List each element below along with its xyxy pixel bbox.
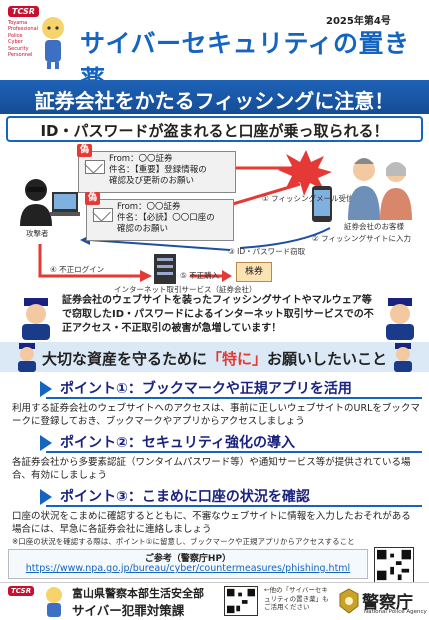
npa-name: 警察庁	[362, 593, 413, 613]
step-5: ⑤ 不正購入	[180, 271, 220, 280]
qr-code-reference	[374, 547, 414, 583]
fake-badge-2: 偽	[85, 192, 101, 205]
tcsr-logo-text: Toyama Professional Police Cyber Securit…	[8, 20, 39, 59]
steal-arrow	[89, 239, 231, 251]
point-2-body: 各証券会社から多要素認証（ワンタイムパスワード等）や通知サービス等が提供されてい…	[12, 457, 411, 481]
triangle-icon	[40, 381, 52, 397]
step-2: ② フィッシングサイトに入力	[312, 234, 411, 243]
point-1: ポイント①：ブックマークや正規アプリを活用	[40, 378, 420, 398]
point-3-note: ※口座の状況を確認する際は、ポイント①に留意し、ブックマークや正規アプリからアク…	[12, 537, 355, 546]
attacker-label: 攻撃者	[26, 229, 49, 238]
fake-badge-1: 偽	[77, 144, 93, 157]
triangle-icon	[40, 489, 52, 505]
envelope-icon	[85, 160, 105, 174]
footer-logo: TCSR	[8, 586, 35, 596]
warning-banner	[0, 80, 429, 114]
point-2-heading: ポイント②：セキュリティ強化の導入	[60, 435, 296, 451]
customer-label: 証券会社のお客様	[344, 222, 404, 231]
fake-mail-2: 偽 From：〇〇証券 件名：【必読】〇〇口座の 確認のお願い	[85, 192, 234, 241]
fake-mail-1: 偽 From：〇〇証券 件名：【重要】登録情報の 確認及び更新のお願い	[77, 144, 236, 193]
subheading-box	[6, 116, 423, 142]
warning-notice: 証券会社のウェブサイトを装ったフィッシングサイトやマルウェア等で窃取したID・パ…	[62, 295, 374, 334]
reference-title: ご参考（警察庁HP）	[144, 554, 232, 564]
tcsr-logo: TCSR	[8, 6, 39, 17]
attacker-illustration	[20, 179, 80, 226]
step-3: ③ ID・パスワード窃取	[228, 247, 306, 256]
subheading: ID・パスワードが盗まれると口座が乗っ取られる！	[40, 122, 389, 140]
police-mascot-right	[386, 298, 414, 340]
issue-number: 2025年第4号	[326, 16, 391, 27]
step-1: ① フィッシングメール受信	[262, 194, 354, 203]
police-emblem-icon	[339, 588, 359, 614]
mail-arrow-2	[225, 182, 301, 208]
triangle-icon	[40, 435, 52, 451]
point-3-body: 口座の状況をこまめに確認するとともに、不審なウェブサイトに情報を入力したおそれが…	[12, 511, 411, 535]
npa-english: National Police Agency	[364, 609, 427, 615]
point-1-divider	[46, 397, 422, 399]
server-icon	[154, 254, 176, 284]
customers-illustration	[348, 158, 412, 220]
reference-box	[8, 549, 368, 579]
police-mascot-small-left	[18, 343, 36, 372]
step-4: ④ 不正ログイン	[50, 265, 105, 274]
footer-note: ←他の「サイバーセキュリティの置き薬」もご活用ください	[264, 586, 329, 611]
point-1-heading: ポイント①：ブックマークや正規アプリを活用	[60, 381, 352, 397]
section-title: 大切な資産を守るために「特に」お願いしたいこと	[41, 350, 388, 368]
stock-certificate: 株券	[236, 262, 272, 282]
qr-code-footer	[224, 586, 258, 616]
police-mascot-small-right	[394, 343, 412, 372]
footer-divider	[0, 582, 429, 583]
division-name: サイバー犯罪対策課	[72, 603, 185, 618]
input-arrow	[239, 227, 331, 249]
point-2-divider	[46, 451, 422, 453]
point-3-divider	[46, 505, 422, 507]
footer-mascot	[46, 587, 62, 617]
point-2: ポイント②：セキュリティ強化の導入	[40, 432, 420, 452]
section-bar	[0, 342, 429, 372]
point-1-body: 利用する証券会社のウェブサイトへのアクセスは、事前に正しいウェブサイトのURLを…	[12, 403, 420, 427]
hack-illustration	[278, 150, 332, 222]
point-3: ポイント③：こまめに口座の状況を確認	[40, 486, 420, 506]
banner-title: 証券会社をかたるフィッシングに注意！	[34, 89, 395, 113]
service-label: インターネット取引サービス（証券会社）	[114, 285, 257, 294]
mascot-illustration	[42, 17, 64, 69]
org-name: 富山県警察本部生活安全部	[72, 587, 204, 600]
reference-link[interactable]: https://www.npa.go.jp/bureau/cyber/count…	[25, 563, 351, 574]
envelope-icon	[93, 208, 113, 222]
police-mascot-left	[22, 298, 50, 340]
login-arrow	[38, 244, 140, 278]
point-3-heading: ポイント③：こまめに口座の状況を確認	[60, 489, 310, 505]
